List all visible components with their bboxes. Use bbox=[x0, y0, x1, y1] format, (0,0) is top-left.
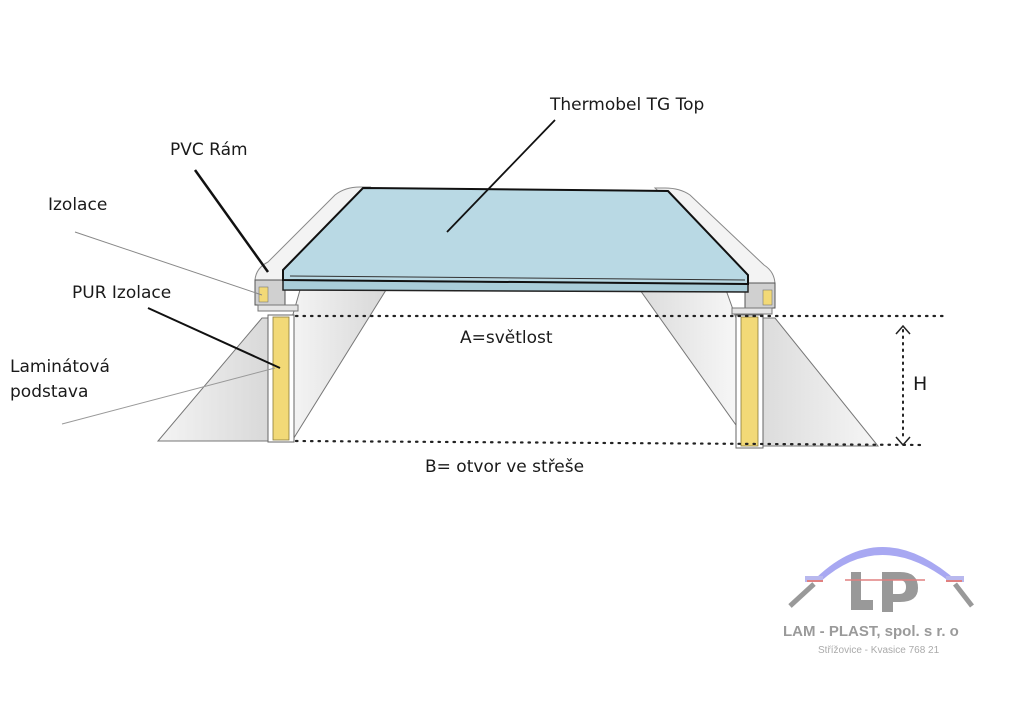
right-frame-sill bbox=[731, 307, 773, 315]
leader-insulation bbox=[74, 231, 263, 296]
label-dim-h: H bbox=[913, 373, 928, 395]
glass-pane-divider bbox=[289, 275, 746, 281]
logo-arc bbox=[812, 547, 958, 582]
left-inner-base bbox=[291, 289, 387, 443]
leader-frame bbox=[193, 169, 270, 273]
leader-glass bbox=[446, 119, 556, 233]
company-logo: LP bbox=[788, 547, 974, 612]
label-dim-a: A=světlost bbox=[460, 328, 553, 348]
label-base-line2: podstava bbox=[10, 382, 89, 402]
left-frame-sill bbox=[257, 304, 299, 312]
leader-pur bbox=[147, 307, 281, 369]
right-outer-base bbox=[762, 317, 880, 447]
right-frame-insulation bbox=[762, 289, 773, 306]
label-dim-b: B= otvor ve střeše bbox=[425, 457, 585, 477]
left-outer-base bbox=[156, 317, 271, 442]
dim-line-b bbox=[294, 439, 927, 447]
right-pur-insulation bbox=[740, 316, 759, 447]
arrow-up-icon bbox=[895, 324, 911, 335]
logo-address: Střížovice - Kvasice 768 21 bbox=[818, 645, 940, 656]
label-base-line1: Laminátová bbox=[10, 357, 110, 377]
label-insulation: Izolace bbox=[48, 195, 108, 215]
label-pur-insulation: PUR Izolace bbox=[72, 283, 172, 303]
glass-pane-top bbox=[282, 186, 749, 286]
label-frame: PVC Rám bbox=[170, 140, 248, 160]
left-pur-insulation bbox=[272, 316, 290, 441]
right-inner-base bbox=[639, 289, 737, 427]
logo-company-name: LAM - PLAST, spol. s r. o bbox=[783, 623, 959, 640]
label-glass: Thermobel TG Top bbox=[550, 95, 705, 115]
leader-base bbox=[61, 367, 276, 425]
arrow-down-icon bbox=[895, 436, 911, 447]
